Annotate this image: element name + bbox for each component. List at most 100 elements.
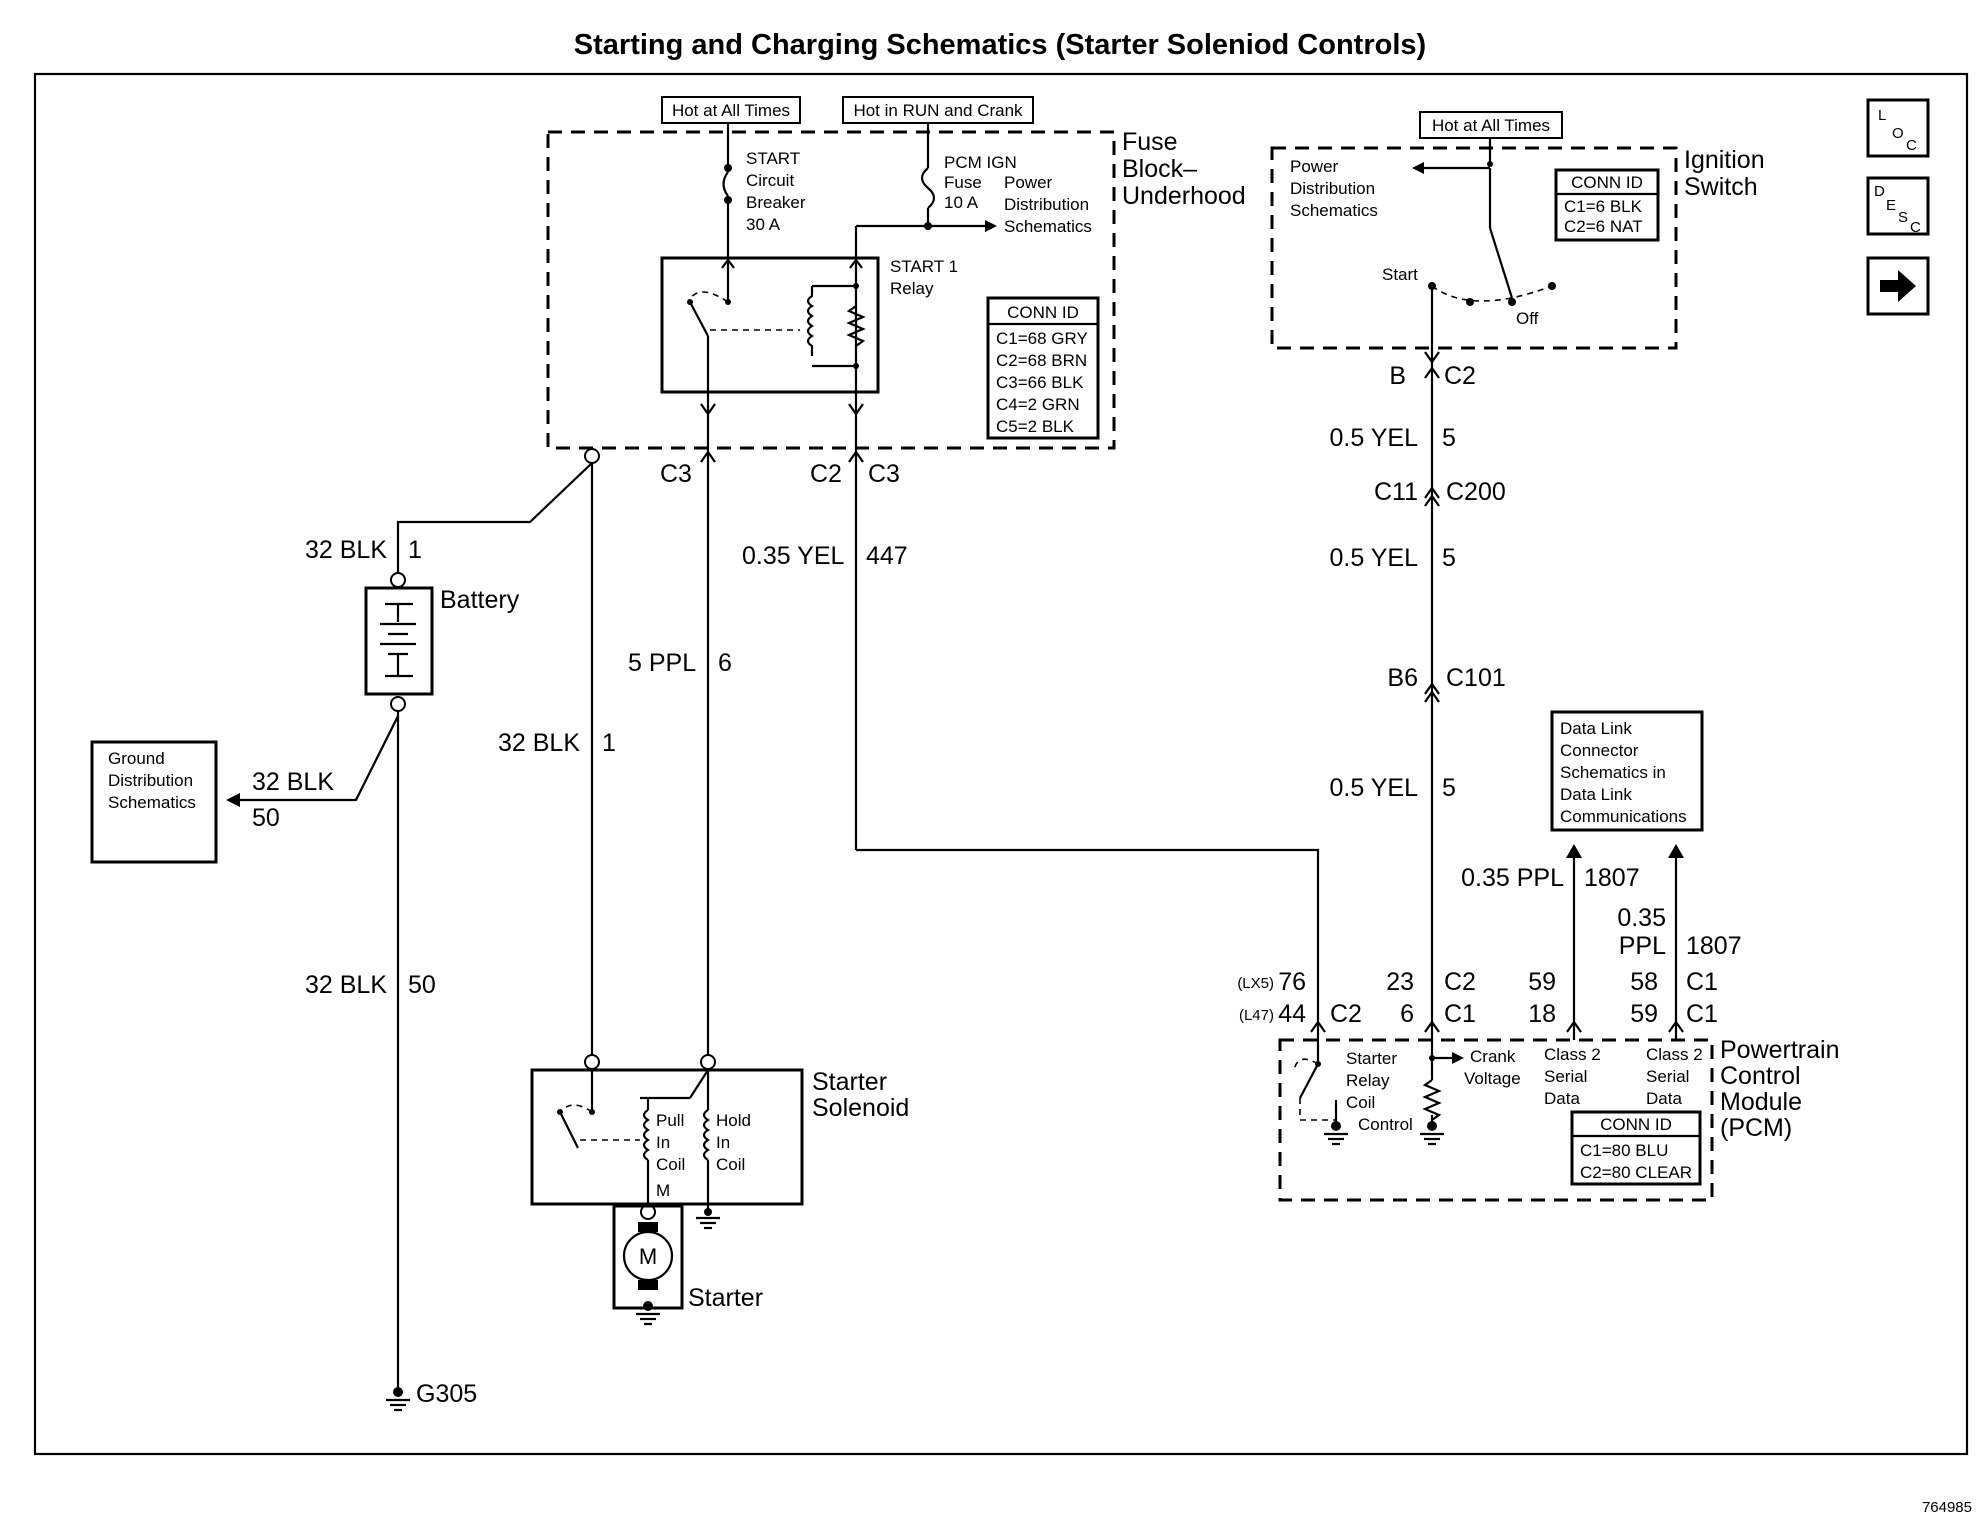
svg-text:Serial: Serial [1646, 1067, 1689, 1086]
svg-text:1807: 1807 [1584, 864, 1640, 892]
svg-text:Schematics: Schematics [1290, 201, 1378, 220]
svg-text:Breaker: Breaker [746, 193, 806, 212]
svg-text:10 A: 10 A [944, 193, 979, 212]
svg-text:PPL: PPL [1619, 932, 1666, 960]
svg-text:C2=68 BRN: C2=68 BRN [996, 351, 1087, 370]
svg-text:C11: C11 [1374, 478, 1418, 506]
svg-text:447: 447 [866, 542, 908, 570]
svg-text:44: 44 [1278, 1000, 1306, 1028]
svg-text:C2: C2 [1444, 968, 1476, 996]
svg-text:Ignition: Ignition [1684, 146, 1765, 174]
svg-text:E: E [1886, 197, 1896, 214]
svg-text:Power: Power [1290, 157, 1339, 176]
svg-text:Connector: Connector [1560, 741, 1639, 760]
svg-text:58: 58 [1630, 968, 1658, 996]
svg-text:C2: C2 [1330, 1000, 1362, 1028]
svg-text:M: M [639, 1244, 657, 1269]
svg-text:0.5 YEL: 0.5 YEL [1329, 544, 1418, 572]
svg-text:Solenoid: Solenoid [812, 1094, 909, 1122]
svg-text:Start: Start [1382, 265, 1418, 284]
svg-text:Serial: Serial [1544, 1067, 1587, 1086]
svg-text:Switch: Switch [1684, 173, 1758, 201]
svg-text:5: 5 [1442, 424, 1456, 452]
svg-text:30 A: 30 A [746, 215, 781, 234]
svg-text:6: 6 [718, 649, 732, 677]
svg-text:Class 2: Class 2 [1544, 1045, 1601, 1064]
pull-in-coil-symbol [642, 1109, 651, 1161]
svg-text:C: C [1910, 219, 1921, 236]
svg-text:(LX5): (LX5) [1237, 975, 1274, 992]
svg-text:32 BLK: 32 BLK [305, 971, 387, 999]
svg-text:Data Link: Data Link [1560, 785, 1632, 804]
svg-text:C1: C1 [1686, 1000, 1718, 1028]
svg-text:Distribution: Distribution [1004, 195, 1089, 214]
page-title: Starting and Charging Schematics (Starte… [574, 29, 1426, 61]
svg-text:Relay: Relay [1346, 1071, 1390, 1090]
svg-text:32 BLK: 32 BLK [305, 536, 387, 564]
svg-text:C: C [1906, 137, 1917, 154]
svg-text:C200: C200 [1446, 478, 1506, 506]
svg-text:Data: Data [1544, 1089, 1580, 1108]
svg-text:M: M [656, 1181, 670, 1200]
svg-text:50: 50 [252, 804, 280, 832]
wire-32blk-1 [396, 462, 593, 578]
svg-text:5: 5 [1442, 544, 1456, 572]
next-button[interactable] [1866, 256, 1930, 316]
svg-text:32 BLK: 32 BLK [498, 729, 580, 757]
svg-text:C1=68 GRY: C1=68 GRY [996, 329, 1088, 348]
diagram-frame [33, 72, 1969, 1456]
svg-text:1807: 1807 [1686, 932, 1742, 960]
svg-text:Data: Data [1646, 1089, 1682, 1108]
svg-text:0.35 PPL: 0.35 PPL [1461, 864, 1564, 892]
svg-text:Schematics: Schematics [1004, 217, 1092, 236]
svg-text:0.5 YEL: 0.5 YEL [1329, 774, 1418, 802]
svg-text:Power: Power [1004, 173, 1053, 192]
svg-text:C5=2 BLK: C5=2 BLK [996, 417, 1075, 436]
svg-text:CONN ID: CONN ID [1600, 1115, 1672, 1134]
svg-text:Underhood: Underhood [1122, 182, 1246, 210]
circuit-breaker-symbol [722, 171, 729, 197]
ground-distribution-schematics-link[interactable] [90, 740, 218, 864]
svg-text:Relay: Relay [890, 279, 934, 298]
start-1-relay [660, 256, 880, 394]
svg-text:Starter: Starter [812, 1068, 887, 1096]
svg-text:Module: Module [1720, 1088, 1802, 1116]
svg-text:C2=80 CLEAR: C2=80 CLEAR [1580, 1163, 1692, 1182]
svg-text:Distribution: Distribution [1290, 179, 1375, 198]
svg-text:Crank: Crank [1470, 1047, 1516, 1066]
svg-text:C2: C2 [1444, 362, 1476, 390]
svg-text:Fuse: Fuse [944, 173, 982, 192]
desc-button[interactable]: D E S C [1866, 176, 1930, 236]
svg-text:C1: C1 [1686, 968, 1718, 996]
svg-text:32 BLK: 32 BLK [252, 768, 334, 796]
svg-text:Control: Control [1358, 1115, 1413, 1134]
svg-text:Schematics: Schematics [108, 793, 196, 812]
svg-text:Circuit: Circuit [746, 171, 794, 190]
svg-text:0.35: 0.35 [1617, 904, 1666, 932]
svg-text:Block–: Block– [1122, 155, 1197, 183]
svg-text:50: 50 [408, 971, 436, 999]
svg-text:Ground: Ground [108, 749, 165, 768]
loc-button[interactable]: L O C [1866, 98, 1930, 158]
figure-id: 764985 [1922, 1499, 1972, 1516]
svg-text:Powertrain: Powertrain [1720, 1036, 1840, 1064]
svg-text:Coil: Coil [656, 1155, 685, 1174]
svg-text:Control: Control [1720, 1062, 1801, 1090]
connector-c2: C2 [810, 460, 842, 488]
svg-text:0.5 YEL: 0.5 YEL [1329, 424, 1418, 452]
svg-text:(L47): (L47) [1239, 1007, 1274, 1024]
powertrain-control-module: (LX5) 76 (L47) 44 C2 23 C2 6 C1 59 18 58… [1237, 968, 1840, 1202]
svg-text:G305: G305 [416, 1380, 477, 1408]
svg-text:6: 6 [1400, 1000, 1414, 1028]
fuse-block-underhood: Fuse Block– Underhood Hot at All Times H… [546, 96, 1246, 450]
fuse-symbol [920, 167, 936, 209]
svg-text:5 PPL: 5 PPL [628, 649, 696, 677]
arrow-right-icon [1880, 270, 1916, 302]
svg-text:Off: Off [1516, 309, 1539, 328]
svg-text:C1=6 BLK: C1=6 BLK [1564, 197, 1643, 216]
battery: Battery [364, 586, 520, 696]
data-link-connector-schematics-link[interactable]: Data Link Connector Schematics in Data L… [1550, 710, 1704, 832]
svg-text:76: 76 [1278, 968, 1306, 996]
